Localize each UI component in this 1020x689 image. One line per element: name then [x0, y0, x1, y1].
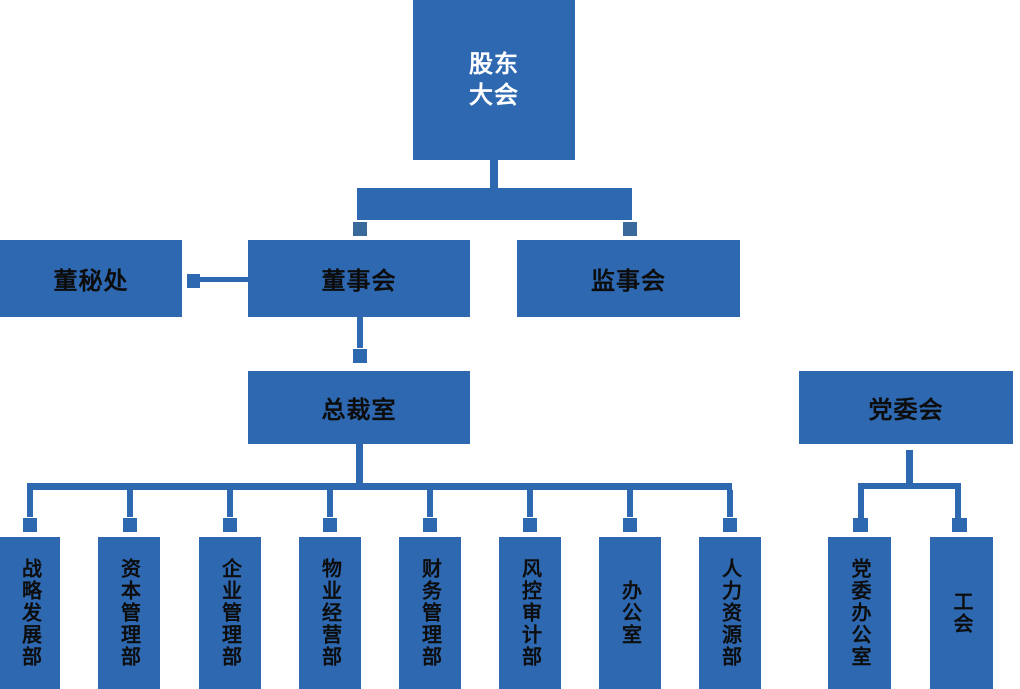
dept-label: 物业经营部 [318, 558, 341, 668]
connector-joint-dept [623, 518, 637, 532]
node-party-committee: 党委会 [799, 371, 1013, 444]
dept-node-enterprise-management: 企业管理部 [199, 537, 261, 689]
connector-joint-party-dept [853, 518, 868, 532]
connector-board-president-line [357, 317, 363, 348]
connector-party-rail [858, 483, 961, 489]
connector-joint-dept [423, 518, 437, 532]
node-label-line1: 股东 [469, 51, 519, 78]
connector-joint-secretary [187, 274, 200, 288]
connector-dept-drop [727, 490, 733, 517]
connector-top-bar [357, 188, 632, 220]
connector-joint-party-dept [952, 518, 967, 532]
node-board-secretary-office: 董秘处 [0, 240, 182, 317]
connector-dept-drop [627, 490, 633, 517]
connector-joint-president [353, 349, 367, 363]
dept-node-labor-union: 工会 [930, 537, 993, 689]
connector-joint-dept [123, 518, 137, 532]
dept-node-property-operations: 物业经营部 [299, 537, 361, 689]
connector-joint-supervisory [623, 222, 637, 236]
dept-label: 资本管理部 [117, 558, 140, 668]
connector-dept-drop [527, 490, 533, 517]
node-label: 总裁室 [321, 397, 397, 424]
connector-dept-drop [427, 490, 433, 517]
dept-node-general-office: 办公室 [599, 537, 661, 689]
dept-label: 工会 [950, 591, 972, 635]
dept-label: 风控审计部 [518, 558, 541, 668]
connector-party-dept-drop [955, 489, 961, 518]
connector-party-drop [906, 450, 913, 483]
dept-label: 战略发展部 [18, 558, 41, 668]
dept-node-capital-management: 资本管理部 [98, 537, 160, 689]
connector-president-drop [356, 444, 363, 483]
connector-dept-drop [27, 490, 33, 517]
connector-joint-dept [223, 518, 237, 532]
dept-label: 党委办公室 [848, 558, 870, 668]
connector-dept-drop [127, 490, 133, 517]
dept-node-human-resources: 人力资源部 [699, 537, 761, 689]
dept-node-party-committee-office: 党委办公室 [828, 537, 891, 689]
dept-label: 办公室 [618, 580, 641, 646]
connector-departments-rail [27, 483, 732, 490]
node-label: 党委会 [868, 397, 944, 424]
connector-party-dept-drop [858, 489, 864, 518]
connector-joint-dept [523, 518, 537, 532]
node-president-office: 总裁室 [248, 371, 470, 444]
node-label-line2: 大会 [469, 82, 519, 109]
dept-label: 企业管理部 [218, 558, 241, 668]
node-board-of-directors: 董事会 [248, 240, 470, 317]
connector-joint-dept [23, 518, 37, 532]
dept-node-financial-management: 财务管理部 [399, 537, 461, 689]
node-shareholders-meeting: 股东 大会 [413, 0, 575, 160]
connector-dept-drop [227, 490, 233, 517]
node-label: 董秘处 [53, 268, 129, 295]
dept-label: 财务管理部 [418, 558, 441, 668]
connector-secretary-line [200, 277, 248, 282]
connector-joint-dept [723, 518, 737, 532]
connector-joint-dept [323, 518, 337, 532]
node-label: 董事会 [321, 268, 397, 295]
node-supervisory-board: 监事会 [517, 240, 740, 317]
connector-joint-board [353, 222, 367, 236]
dept-node-risk-control-audit: 风控审计部 [499, 537, 561, 689]
node-label: 监事会 [591, 268, 666, 295]
dept-label: 人力资源部 [718, 558, 741, 668]
dept-node-strategic-development: 战略发展部 [0, 537, 60, 689]
connector-dept-drop [327, 490, 333, 517]
connector-root-drop [490, 160, 498, 189]
